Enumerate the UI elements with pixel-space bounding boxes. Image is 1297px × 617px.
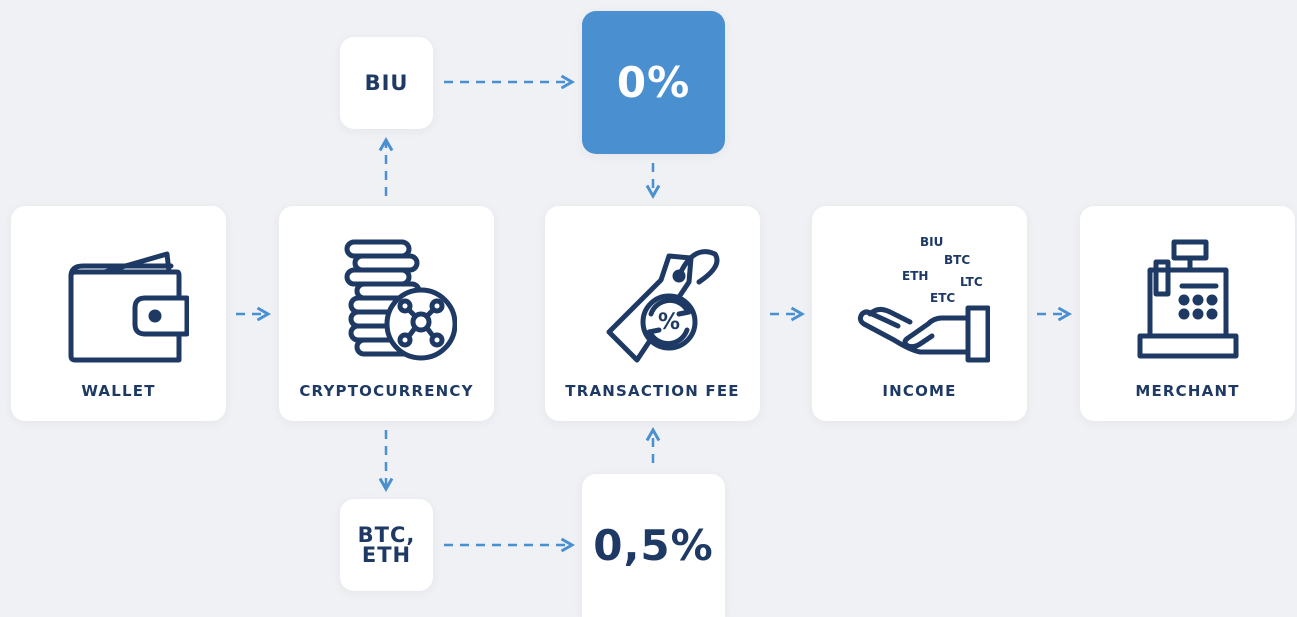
step-cryptocurrency: CRYPTOCURRENCY bbox=[279, 206, 494, 421]
currency-btc-eth-box: BTC, ETH bbox=[340, 499, 433, 591]
step-wallet: WALLET bbox=[11, 206, 226, 421]
cash-register-icon bbox=[1118, 236, 1258, 366]
fee-half-percent-box: 0,5% bbox=[582, 474, 725, 617]
coin-label-ltc: LTC bbox=[960, 275, 983, 289]
coin-label-etc: ETC bbox=[930, 291, 955, 305]
step-cryptocurrency-label: CRYPTOCURRENCY bbox=[299, 382, 474, 400]
coins-icon bbox=[317, 236, 457, 366]
currency-btc-eth-label: BTC, ETH bbox=[357, 523, 416, 567]
step-transaction-fee: % TRANSACTION FEE bbox=[545, 206, 760, 421]
fee-zero-label: 0% bbox=[616, 58, 691, 107]
step-merchant-label: MERCHANT bbox=[1135, 382, 1240, 400]
price-tag-percent-icon: % bbox=[583, 236, 723, 366]
hand-coins-icon: BIU BTC ETH LTC ETC bbox=[850, 235, 990, 366]
step-transaction-fee-label: TRANSACTION FEE bbox=[565, 382, 740, 400]
fee-half-percent-label: 0,5% bbox=[593, 521, 714, 570]
step-income-label: INCOME bbox=[882, 382, 957, 400]
fee-zero-box: 0% bbox=[582, 11, 725, 154]
step-merchant: MERCHANT bbox=[1080, 206, 1295, 421]
step-wallet-label: WALLET bbox=[81, 382, 156, 400]
step-income: BIU BTC ETH LTC ETC INCOME bbox=[812, 206, 1027, 421]
currency-biu-label: BIU bbox=[364, 71, 409, 95]
coin-label-btc: BTC bbox=[944, 253, 970, 267]
wallet-icon bbox=[49, 236, 189, 366]
coin-label-biu: BIU bbox=[920, 236, 943, 249]
currency-biu-box: BIU bbox=[340, 37, 433, 129]
coin-label-eth: ETH bbox=[902, 269, 928, 283]
svg-text:%: % bbox=[657, 310, 679, 335]
